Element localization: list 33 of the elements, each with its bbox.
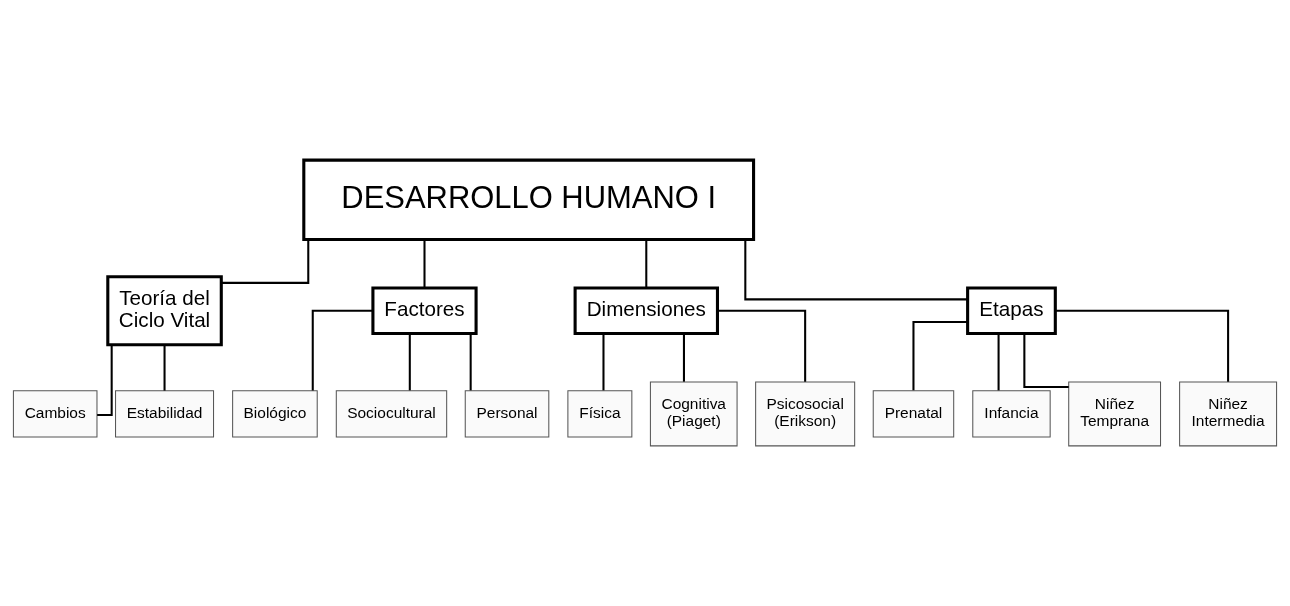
connector <box>163 344 166 391</box>
connector <box>997 333 1000 391</box>
connector <box>221 239 310 284</box>
node-box: Factores <box>371 286 478 335</box>
node-box: Niñez Temprana <box>1068 381 1162 447</box>
node-box: Etapas <box>966 286 1057 335</box>
node-box: Biológico <box>232 390 318 438</box>
connector <box>1055 309 1230 382</box>
node-box: Sociocultural <box>335 390 448 438</box>
node-box: Cognitiva (Piaget) <box>649 381 738 447</box>
connector <box>1023 333 1069 389</box>
connector <box>682 333 685 382</box>
connector <box>744 239 968 301</box>
node-box: Teoría del Ciclo Vital <box>106 275 223 347</box>
connector <box>469 333 472 391</box>
node-box: Infancia <box>972 390 1051 438</box>
connector <box>97 344 113 416</box>
connector <box>311 309 373 391</box>
connector <box>645 239 648 288</box>
connector <box>717 309 807 382</box>
node-box: Física <box>567 390 633 438</box>
node-box: Prenatal <box>872 390 955 438</box>
connector <box>912 321 968 391</box>
node-box: Cambios <box>12 390 98 438</box>
connector <box>408 333 411 391</box>
connector <box>602 333 605 391</box>
node-box: Psicosocial (Erikson) <box>755 381 856 447</box>
node-box: Personal <box>464 390 550 438</box>
node-box: Niñez Intermedia <box>1179 381 1278 447</box>
node-box: Dimensiones <box>573 286 719 335</box>
node-box: Estabilidad <box>115 390 215 438</box>
node-box: DESARROLLO HUMANO I <box>302 158 756 242</box>
connector <box>423 239 426 288</box>
